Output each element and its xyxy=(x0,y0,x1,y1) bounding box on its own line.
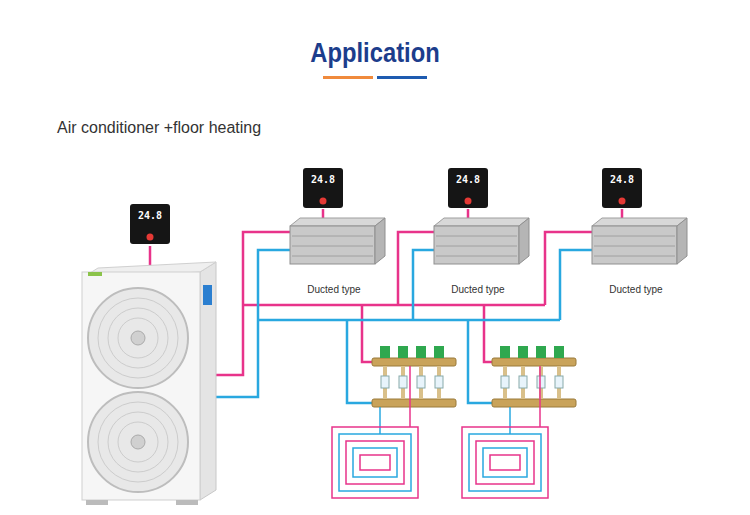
manifolds xyxy=(372,346,576,407)
unit-caption: Ducted type xyxy=(447,284,509,295)
return-pipes xyxy=(215,250,592,403)
thermostat-display: 24.8 xyxy=(610,174,634,185)
ducted-units xyxy=(290,218,687,264)
underline-orange xyxy=(323,76,373,79)
outdoor-unit xyxy=(82,262,216,505)
unit-caption: Ducted type xyxy=(303,284,365,295)
supply-pipes xyxy=(150,209,622,375)
thermostat-display: 24.8 xyxy=(138,210,162,221)
ducted-unit-label: Ducted type xyxy=(605,282,667,297)
ducted-unit-label: Ducted type xyxy=(303,282,365,297)
thermostats xyxy=(130,168,642,244)
underline-blue xyxy=(377,76,427,79)
subtitle: Air conditioner +floor heating xyxy=(57,119,261,137)
ducted-unit-label: Ducted type xyxy=(447,282,509,297)
unit-caption: Ducted type xyxy=(605,284,667,295)
thermostat-display: 24.8 xyxy=(456,174,480,185)
floor-heating-coils xyxy=(332,366,548,498)
thermostat-display: 24.8 xyxy=(311,174,335,185)
diagram-title: Application xyxy=(310,38,439,69)
